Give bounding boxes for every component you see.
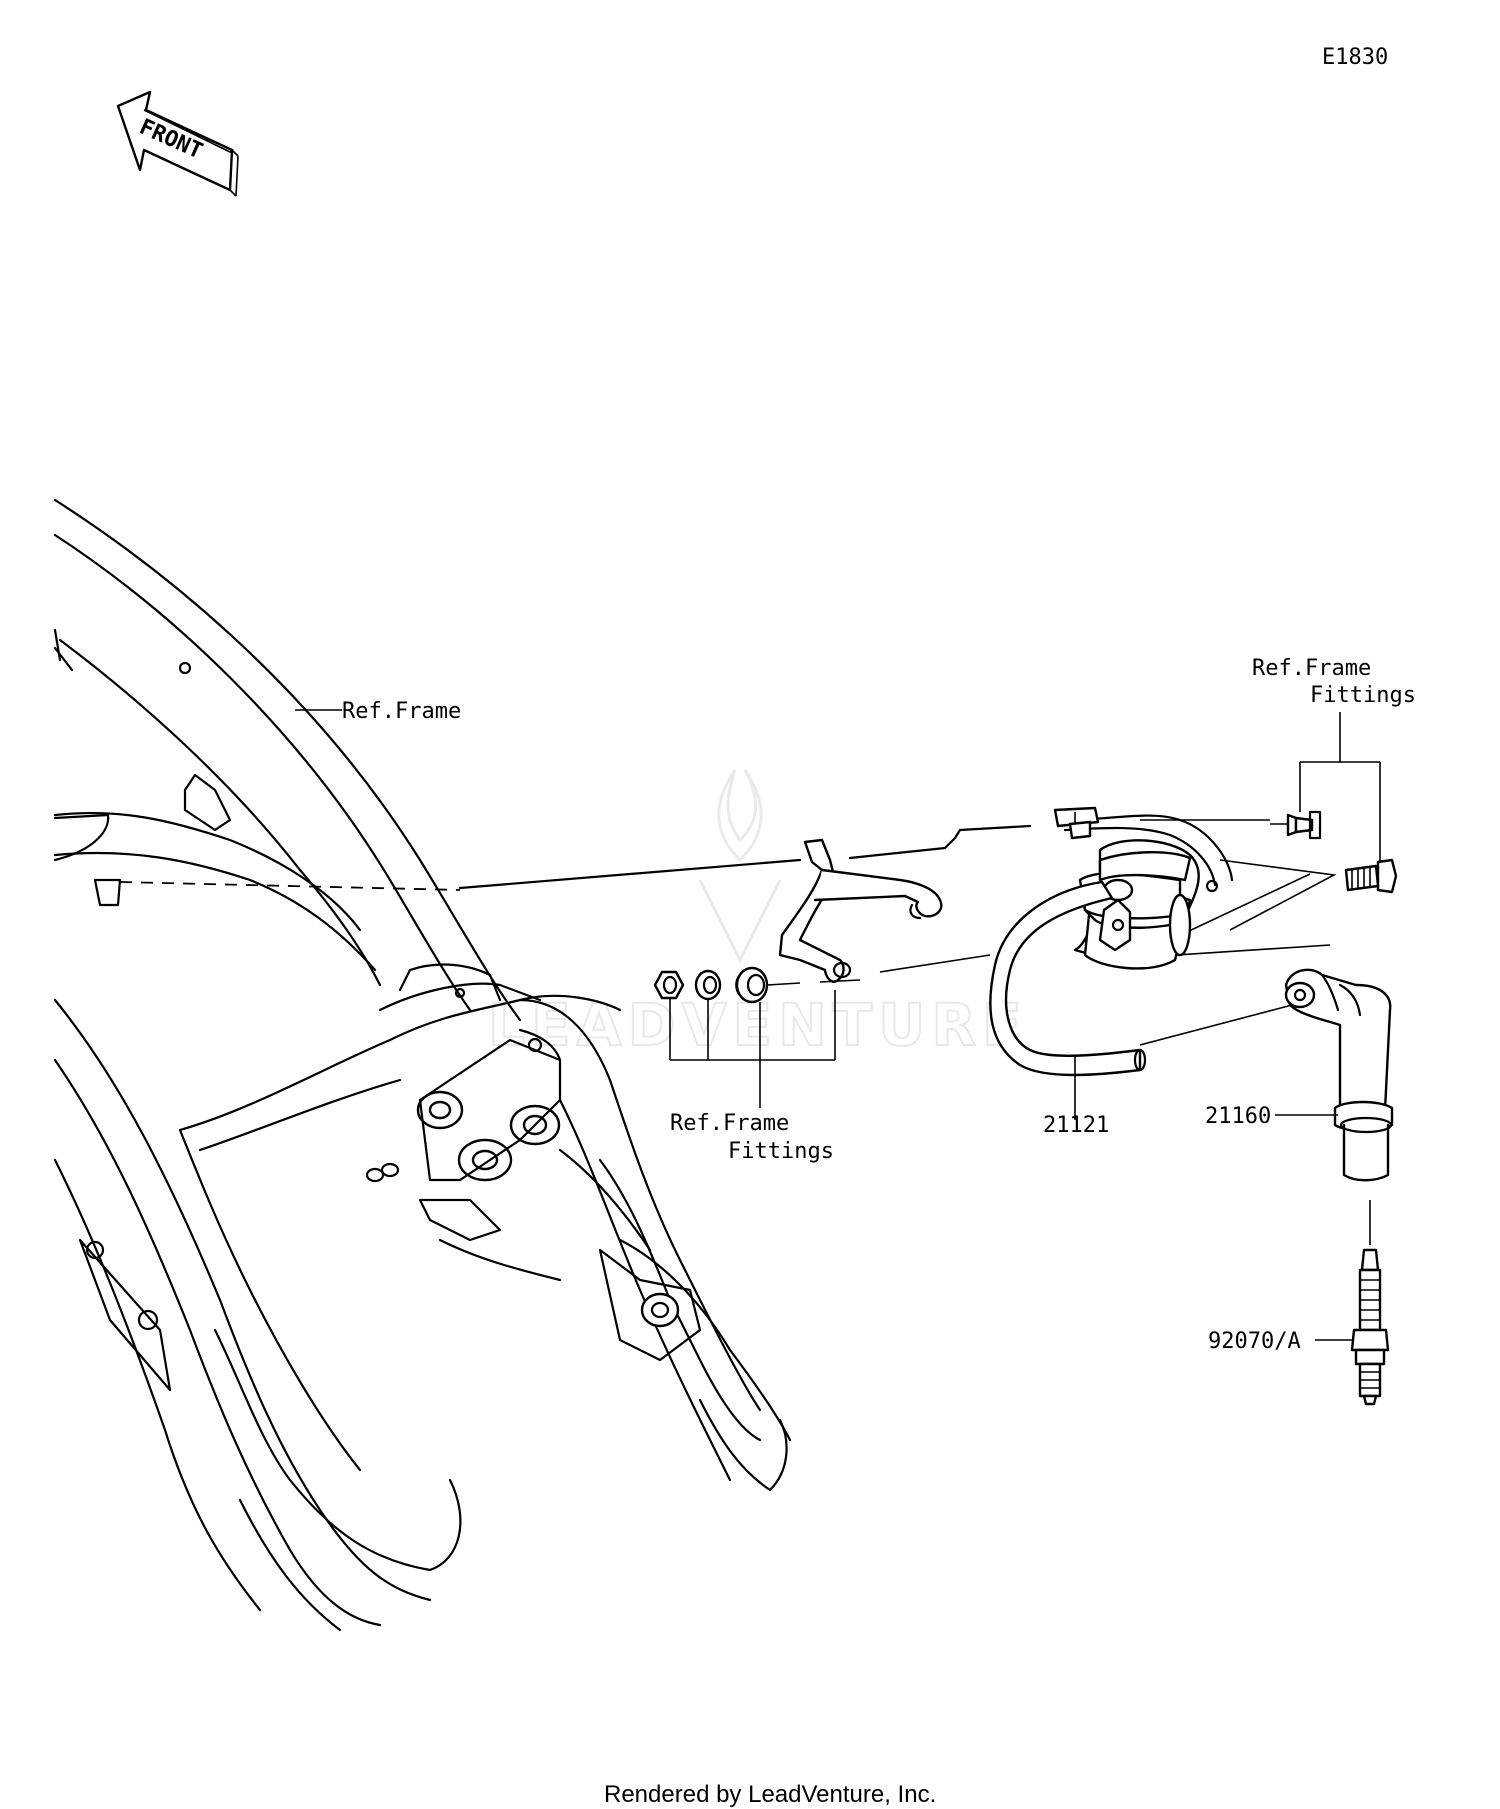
grommet-fitting [735, 966, 769, 1004]
coil-bolt-upper [1270, 810, 1322, 840]
spark-plug [1350, 1248, 1390, 1406]
nut-fitting [653, 970, 685, 1000]
ignition-coil [989, 806, 1234, 1077]
front-arrow-icon: FRONT [116, 90, 239, 197]
ref-frame-fittings-top-leader [1299, 712, 1381, 862]
part-92070-label: 92070/A [1208, 1329, 1301, 1354]
guide-line-upper-solid [458, 824, 1032, 890]
footer-credit: Rendered by LeadVenture, Inc. [604, 1781, 936, 1808]
part-21160-label: 21160 [1205, 1104, 1271, 1129]
frame-drawing [53, 498, 792, 1632]
ref-frame-label: Ref.Frame [342, 699, 461, 724]
diagram-code: E1830 [1322, 45, 1388, 70]
leadventure-watermark: LEADVENTURE [487, 769, 1023, 1060]
ref-frame-fittings-top-line1: Ref.Frame [1252, 656, 1371, 681]
part-21121-label: 21121 [1043, 1113, 1109, 1138]
ref-frame-fittings-mid-leader [669, 990, 836, 1108]
spark-plug-cap [1284, 968, 1394, 1182]
ref-frame-fittings-mid-line2: Fittings [728, 1139, 834, 1164]
ref-frame-fittings-top-line2: Fittings [1310, 683, 1416, 708]
ref-frame-fittings-mid-line1: Ref.Frame [670, 1111, 789, 1136]
coil-bolt-lower [1344, 858, 1398, 894]
coil-bracket [778, 838, 943, 983]
washer-fitting [694, 969, 722, 1001]
guide-line-upper [119, 881, 461, 891]
